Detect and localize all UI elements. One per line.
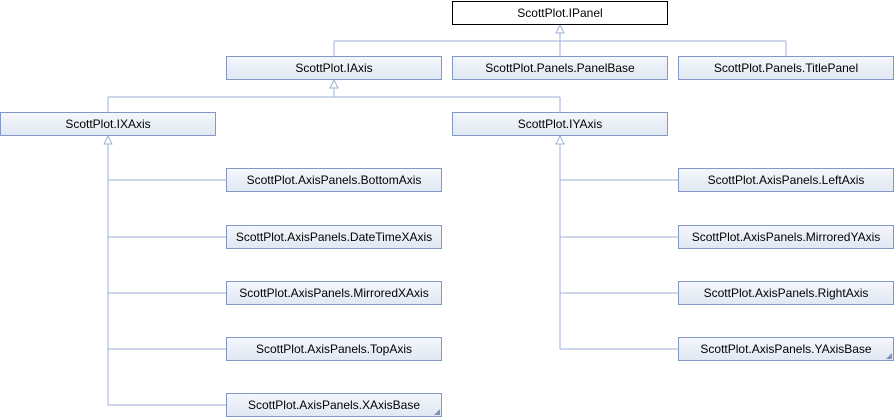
node-xaxisbase-label: ScottPlot.AxisPanels.XAxisBase xyxy=(247,398,421,412)
node-yaxisbase[interactable]: ScottPlot.AxisPanels.YAxisBase xyxy=(678,337,894,361)
collapsed-children-marker xyxy=(434,409,440,415)
inherit-arrow-iyaxis xyxy=(555,134,565,145)
node-rightaxis[interactable]: ScottPlot.AxisPanels.RightAxis xyxy=(678,281,894,305)
node-iaxis[interactable]: ScottPlot.IAxis xyxy=(226,56,442,80)
node-leftaxis[interactable]: ScottPlot.AxisPanels.LeftAxis xyxy=(678,168,894,192)
node-iyaxis[interactable]: ScottPlot.IYAxis xyxy=(452,112,668,136)
node-mirroredxaxis[interactable]: ScottPlot.AxisPanels.MirroredXAxis xyxy=(226,281,442,305)
node-mirroredyaxis[interactable]: ScottPlot.AxisPanels.MirroredYAxis xyxy=(678,225,894,249)
node-ixaxis[interactable]: ScottPlot.IXAxis xyxy=(0,112,216,136)
node-bottomaxis[interactable]: ScottPlot.AxisPanels.BottomAxis xyxy=(226,168,442,192)
collapsed-children-marker xyxy=(886,353,892,359)
inherit-arrow-ipanel xyxy=(555,23,565,34)
node-yaxisbase-label: ScottPlot.AxisPanels.YAxisBase xyxy=(700,342,872,356)
node-panelbase[interactable]: ScottPlot.Panels.PanelBase xyxy=(452,56,668,80)
node-topaxis[interactable]: ScottPlot.AxisPanels.TopAxis xyxy=(226,337,442,361)
node-datetimexaxis[interactable]: ScottPlot.AxisPanels.DateTimeXAxis xyxy=(226,225,442,249)
inherit-arrow-ixaxis xyxy=(103,134,113,145)
inherit-arrow-iaxis xyxy=(329,78,339,89)
node-titlepanel[interactable]: ScottPlot.Panels.TitlePanel xyxy=(678,56,894,80)
node-ipanel[interactable]: ScottPlot.IPanel xyxy=(452,1,668,25)
node-xaxisbase[interactable]: ScottPlot.AxisPanels.XAxisBase xyxy=(226,393,442,417)
